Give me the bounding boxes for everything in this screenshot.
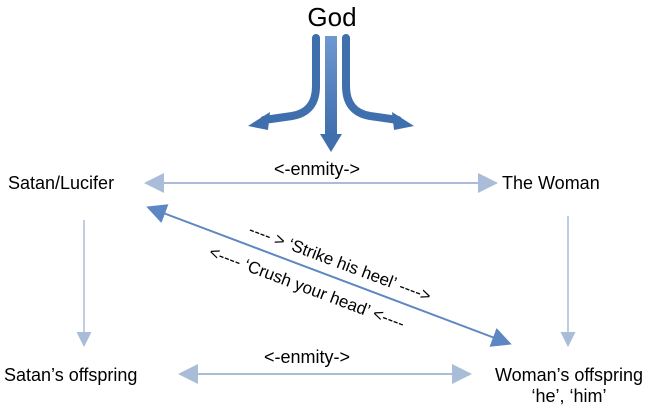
womans-offspring-pronouns: ‘he’, ‘him’ — [531, 386, 607, 406]
node-womans-offspring: Woman’s offspring ‘he’, ‘him’ — [478, 366, 660, 405]
womans-offspring-label: Woman’s offspring — [494, 365, 644, 385]
bottom-enmity-label: <-enmity-> — [264, 347, 351, 367]
god-title: God — [307, 2, 357, 32]
diagonal-conflict-arrow — [146, 204, 512, 347]
node-the-woman: The Woman — [502, 173, 600, 193]
top-enmity-label: <-enmity-> — [274, 159, 361, 179]
node-satans-offspring: Satan’s offspring — [4, 365, 138, 385]
god-descending-arrow-icon — [248, 34, 414, 152]
node-satan-lucifer: Satan/Lucifer — [8, 173, 115, 193]
